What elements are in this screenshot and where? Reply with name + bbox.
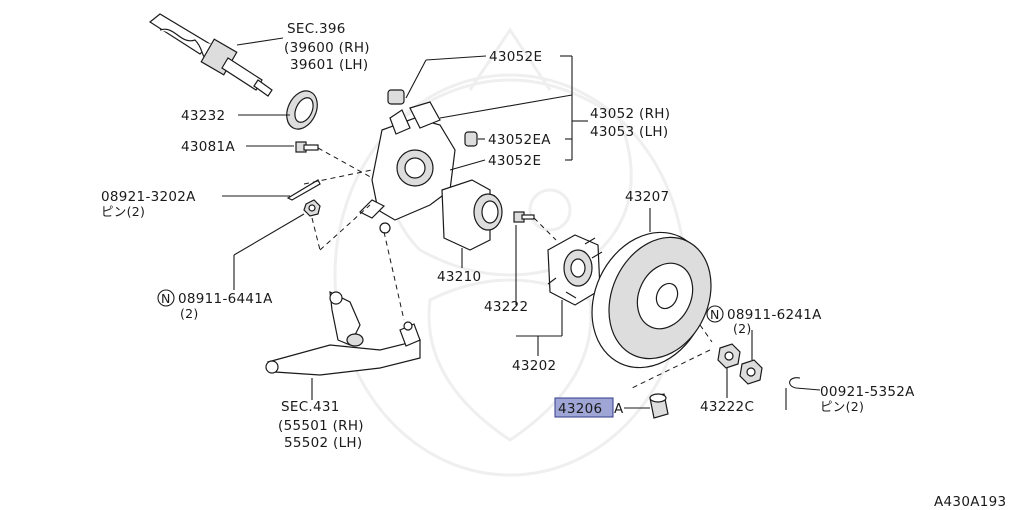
label-43232: 43232 bbox=[181, 108, 225, 124]
label-43222c: 43222C bbox=[700, 399, 754, 415]
knuckle-assembly[interactable] bbox=[358, 89, 456, 234]
label-39600: (39600 (RH) bbox=[284, 40, 370, 56]
plug-43206[interactable] bbox=[649, 393, 669, 419]
label-55501: (55501 (RH) bbox=[278, 418, 364, 434]
label-pin2-b: ピン(2) bbox=[820, 399, 864, 414]
label-qty2-a: (2) bbox=[180, 306, 199, 321]
drive-shaft[interactable] bbox=[148, 13, 273, 97]
highlight-43206[interactable] bbox=[554, 397, 614, 418]
label-pin2-a: ピン(2) bbox=[101, 204, 145, 219]
label-sec396: SEC.396 bbox=[287, 21, 346, 37]
label-43210: 43210 bbox=[437, 269, 481, 285]
wheel-nut-43222c[interactable] bbox=[717, 343, 741, 369]
label-55502: 55502 (LH) bbox=[284, 435, 362, 451]
bushing-43052ea[interactable] bbox=[464, 131, 478, 147]
label-43053-lh: 43053 (LH) bbox=[590, 124, 668, 140]
leader-sec396 bbox=[236, 37, 284, 46]
leader-43052e-low bbox=[449, 159, 486, 171]
label-sec431: SEC.431 bbox=[281, 399, 340, 415]
cotter-pin-00921[interactable] bbox=[785, 377, 821, 410]
label-43052e-low: 43052E bbox=[488, 153, 541, 169]
n-mark-b bbox=[706, 305, 724, 323]
dash-nut-b bbox=[699, 324, 713, 343]
leader-43052e-a bbox=[405, 59, 427, 99]
dash-lower-arm bbox=[383, 231, 405, 321]
dash-knuckle-2 bbox=[319, 204, 371, 251]
pin-08921[interactable] bbox=[286, 179, 321, 201]
label-43206-suffix: A bbox=[614, 401, 624, 417]
oil-seal-43232[interactable] bbox=[281, 86, 323, 134]
hub-bearing-43210[interactable] bbox=[441, 179, 503, 251]
dash-knuckle-1 bbox=[303, 169, 373, 185]
dash-43206 bbox=[631, 349, 711, 389]
label-n-b: N bbox=[710, 307, 720, 322]
diagram-code: A430A193 bbox=[934, 494, 1006, 510]
label-08911-6441a: 08911-6441A bbox=[178, 291, 273, 307]
label-39601: 39601 (LH) bbox=[290, 57, 368, 73]
dash-nut-a bbox=[311, 217, 321, 251]
leader-43052e-b bbox=[425, 55, 487, 61]
label-00921: 00921-5352A bbox=[820, 384, 915, 400]
label-43207: 43207 bbox=[625, 189, 669, 205]
label-n-a: N bbox=[161, 291, 171, 306]
bolt-43081a[interactable] bbox=[295, 141, 319, 153]
hub-bolt[interactable] bbox=[513, 211, 535, 223]
label-43052e-top: 43052E bbox=[489, 49, 542, 65]
label-43052-rh: 43052 (RH) bbox=[590, 106, 670, 122]
n-mark-a bbox=[157, 289, 175, 307]
label-43202: 43202 bbox=[512, 358, 556, 374]
label-43222: 43222 bbox=[484, 299, 528, 315]
leader-08911-6441a bbox=[233, 213, 305, 256]
wheel-hub-43202[interactable] bbox=[547, 234, 603, 306]
label-08921: 08921-3202A bbox=[101, 189, 196, 205]
leader-43052-knuckle bbox=[439, 94, 573, 119]
label-qty2-b: (2) bbox=[733, 321, 752, 336]
label-08911-6241a: 08911-6241A bbox=[727, 307, 822, 323]
label-43206[interactable]: 43206 bbox=[558, 401, 602, 417]
brake-disc-43207[interactable] bbox=[571, 213, 731, 386]
lower-arm[interactable] bbox=[265, 290, 421, 376]
nut-08911-6241a[interactable] bbox=[739, 359, 763, 385]
label-43052ea: 43052EA bbox=[488, 132, 551, 148]
nut-08911-6441a[interactable] bbox=[303, 199, 321, 217]
label-43081a: 43081A bbox=[181, 139, 235, 155]
